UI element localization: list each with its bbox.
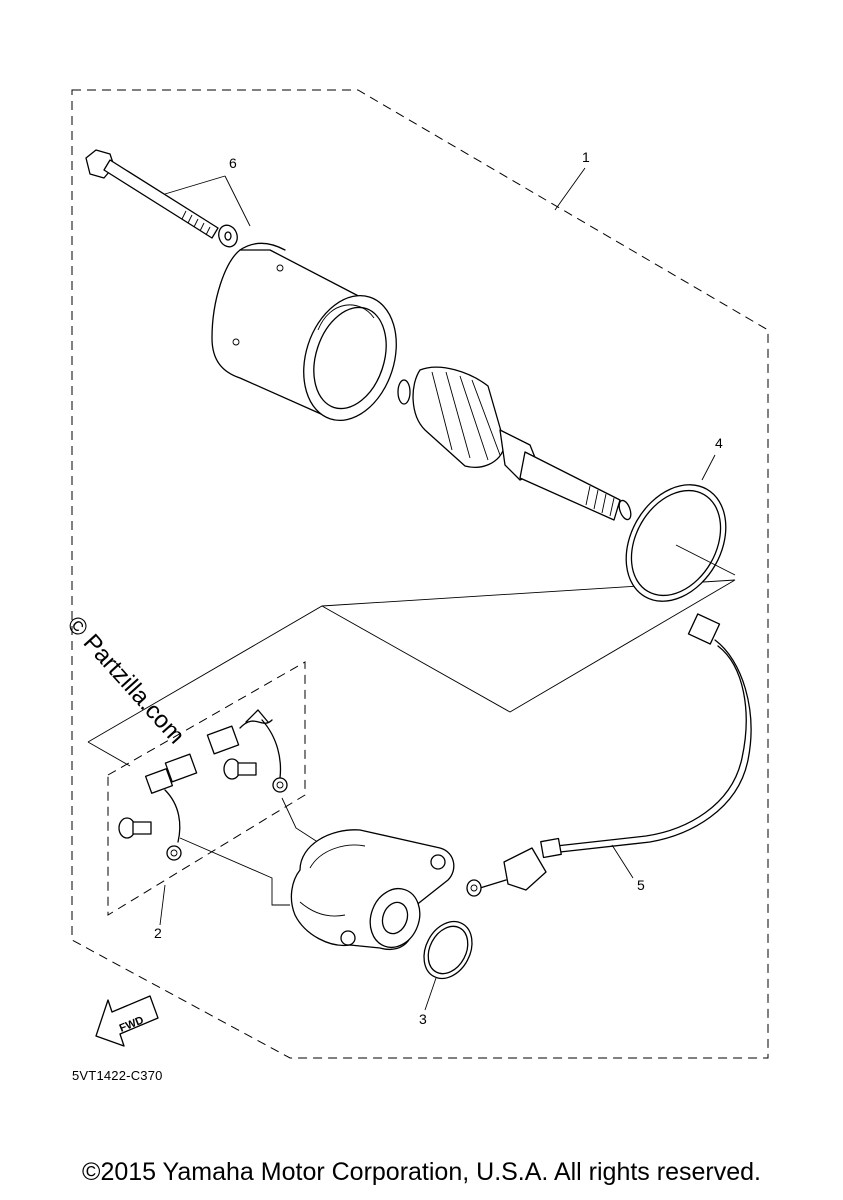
brush-screws	[118, 758, 257, 839]
copyright-notice: ©2015 Yamaha Motor Corporation, U.S.A. A…	[82, 1158, 761, 1186]
through-bolt	[85, 149, 219, 239]
brush-plate-left-edge	[87, 741, 131, 767]
exploded-parts-diagram: 1 6 4 5 2 3 FWD 5VT1422-C370 © Partzilla…	[62, 89, 769, 1083]
callout-4: 4	[715, 435, 723, 451]
callout-6: 6	[229, 155, 237, 171]
part-code: 5VT1422-C370	[72, 1068, 163, 1083]
callout-3: 3	[419, 1011, 427, 1027]
o-ring-large	[625, 484, 727, 602]
front-cover	[290, 829, 455, 951]
starter-yoke	[211, 242, 397, 422]
o-ring-small	[423, 920, 473, 980]
alignment-line	[179, 837, 290, 906]
starter-assembly-boundary	[71, 89, 769, 1059]
fwd-arrow-icon: FWD	[95, 995, 159, 1047]
callout-2: 2	[154, 925, 162, 941]
starter-lead-wire	[466, 613, 752, 897]
washer	[218, 224, 238, 248]
brush-lead-wires	[164, 719, 288, 861]
callout-1: 1	[582, 149, 590, 165]
brush-plate-outline	[87, 579, 736, 743]
leader-lines	[159, 167, 716, 1011]
watermark: © Partzilla.com	[62, 611, 190, 749]
brush-set-boundary	[107, 661, 306, 916]
callout-5: 5	[637, 877, 645, 893]
brush-1	[144, 709, 273, 794]
armature	[397, 366, 632, 521]
